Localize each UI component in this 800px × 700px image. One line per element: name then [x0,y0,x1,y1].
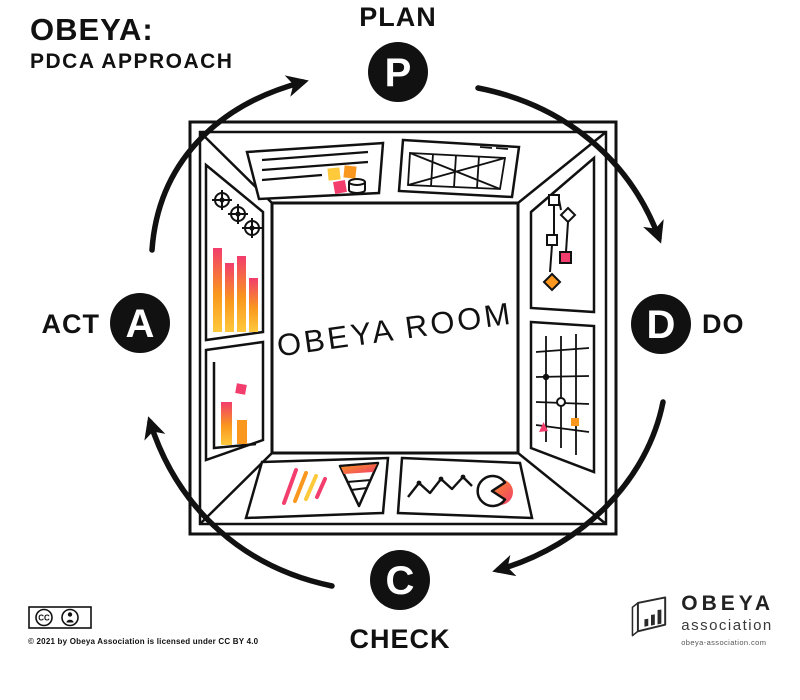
arrow-plan-to-do [475,85,664,244]
page-title: OBEYA: PDCA APPROACH [30,12,233,74]
obeya-association-logo: OBEYA association obeya-association.com [629,592,774,647]
target-icons [212,190,262,238]
node-act: A ACT [42,293,170,353]
arrow-act-to-plan [149,75,309,253]
logo-name: OBEYA [681,592,774,615]
title-line1: OBEYA: [30,12,154,47]
arrow-check-to-act [144,416,335,589]
board-left-kpi-chart [204,162,265,342]
node-plan-circle [368,42,428,102]
logo-url: obeya-association.com [681,638,767,647]
board-top-notes [245,141,385,201]
cc-icon-label: CC [38,614,50,623]
by-person-icon [61,608,79,627]
node-plan: P PLAN [359,2,437,102]
logo-room-icon [631,596,667,637]
board-right-flowchart [529,155,596,314]
pdca-cycle: P PLAN D DO C CHECK A ACT [42,2,745,654]
plan-grid-lines [407,146,509,190]
label-check: CHECK [349,624,450,654]
kpi-bars [213,248,258,332]
trend-line-doodle [407,474,473,498]
room-floor [270,201,520,455]
pie-doodle [476,474,513,508]
axis-lines [212,362,257,450]
node-do-letter: D [647,303,676,347]
label-plan: PLAN [359,2,437,32]
node-check-circle [370,550,430,610]
cylinder-doodle [348,178,366,194]
node-check-letter: C [386,559,415,603]
logo-bars [644,609,662,627]
room-inner-frame [198,130,608,526]
room-outer-frame [188,120,618,536]
small-bars [221,383,247,445]
license-text: © 2021 by Obeya Association is licensed … [28,637,259,646]
title-line2: PDCA APPROACH [30,49,234,73]
node-check: C CHECK [349,550,450,654]
arrow-do-to-check [492,399,666,577]
node-plan-letter: P [385,51,412,95]
notes-lines [261,150,369,182]
board-left-bar-chart [204,340,265,462]
board-bottom-performance [244,456,390,520]
node-do-circle [631,294,691,354]
board-top-plan-grid [397,138,521,199]
hatch-bars [282,468,327,505]
board-right-schedule [529,320,596,474]
node-do: D DO [631,294,745,354]
logo-subtitle: association [681,617,773,634]
node-act-letter: A [126,302,155,346]
label-do: DO [702,309,745,339]
sticky-notes [327,165,357,194]
cc-icon: CC [35,608,53,627]
funnel-doodle [338,461,380,508]
label-act: ACT [42,309,101,339]
cc-badge: CC [28,606,92,629]
board-bottom-trend-pie [396,456,534,520]
license-block: CC © 2021 by Obeya Association is licens… [28,606,258,646]
node-act-circle [110,293,170,353]
obeya-room: OBEYA ROOM [188,120,618,536]
schedule-markers [539,373,579,432]
flowchart-doodle [542,194,577,292]
